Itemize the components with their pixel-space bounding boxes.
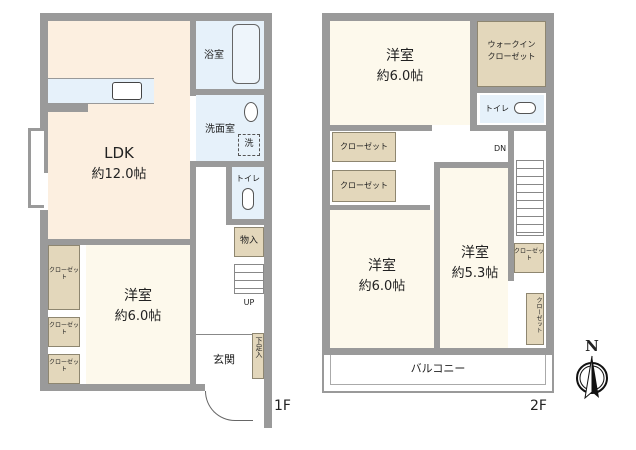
wall <box>40 210 48 384</box>
ldk-size: 約12.0帖 <box>91 167 147 182</box>
closet-2f-2-label: クローゼット <box>340 181 388 190</box>
wall <box>508 131 514 281</box>
walkin-closet <box>477 21 546 87</box>
wall <box>226 167 232 225</box>
bedroom-sw-label: 洋室 <box>368 258 396 274</box>
shoe-closet-label: 下足入 <box>255 337 263 358</box>
wall <box>40 13 48 173</box>
toilet-icon <box>242 188 254 210</box>
balcony-inner <box>330 355 546 385</box>
wall <box>190 167 196 385</box>
bay-window <box>28 128 44 208</box>
entrance-door[interactable] <box>205 391 253 421</box>
wall <box>196 89 264 95</box>
wall <box>470 21 477 131</box>
compass-icon <box>576 355 608 400</box>
walkin-line1: ウォークイン <box>487 40 536 49</box>
kitchen-sink-icon <box>112 82 142 100</box>
bedroom-north-label: 洋室 <box>386 48 414 64</box>
closet-1f-3-label: クローゼット <box>48 359 79 373</box>
walkin-line2: クローゼット <box>487 52 536 61</box>
wall <box>190 21 196 96</box>
bathtub-icon <box>232 24 260 84</box>
storage-label: 物入 <box>239 236 258 246</box>
stairs-dn-label: DN <box>494 144 507 153</box>
bedroom-sw-size: 約6.0帖 <box>358 279 406 294</box>
hallway <box>196 167 226 329</box>
wall <box>40 384 205 391</box>
wall <box>48 239 196 245</box>
wall <box>322 348 554 355</box>
stairs-up <box>234 264 264 294</box>
closet-1f-1 <box>48 245 80 310</box>
wall <box>190 161 264 167</box>
closet-1f-2 <box>48 317 80 347</box>
ldk-label: LDK <box>104 144 134 162</box>
bedroom-1f-size: 約6.0帖 <box>114 309 162 324</box>
stairs-up-label: UP <box>243 298 255 307</box>
room-ldk <box>48 21 190 239</box>
bedroom-1f-label: 洋室 <box>124 288 152 304</box>
wall <box>226 219 264 225</box>
wall <box>322 13 330 353</box>
closet-2f-3-label: クローゼット <box>514 248 545 262</box>
floor-1-label: 1F <box>274 398 291 414</box>
room-bedroom-sw <box>330 210 434 348</box>
closet-2f-3 <box>514 243 544 273</box>
toilet-2f-icon <box>514 102 536 114</box>
washing-machine-label: 洗 <box>244 139 254 149</box>
wall <box>546 13 554 353</box>
wall <box>330 125 432 131</box>
compass-north-label: N <box>585 337 599 355</box>
wall <box>477 87 546 93</box>
toilet-2f-label: トイレ <box>485 104 509 113</box>
closet-1f-3 <box>48 354 80 384</box>
washroom-label: 洗面室 <box>205 124 235 135</box>
closet-2f-1-label: クローゼット <box>340 142 388 151</box>
stairs-down <box>516 160 544 236</box>
closet-2f-4 <box>526 293 544 345</box>
room-bedroom-1f <box>86 245 190 384</box>
wall <box>440 162 510 168</box>
storage-closet <box>234 227 264 257</box>
entrance-label: 玄関 <box>213 353 235 366</box>
washbasin-icon <box>244 102 258 122</box>
wall <box>264 13 272 428</box>
bedroom-se-label: 洋室 <box>461 245 489 261</box>
wall <box>434 162 440 348</box>
wall <box>322 13 554 21</box>
closet-1f-1-label: クローゼット <box>48 267 79 281</box>
wall <box>330 205 430 210</box>
wall <box>40 13 272 21</box>
room-bedroom-north <box>330 21 470 125</box>
room-entrance <box>196 334 254 384</box>
wall <box>477 125 554 131</box>
wall <box>48 104 88 112</box>
shoe-closet <box>252 333 264 379</box>
toilet-label: トイレ <box>236 174 260 183</box>
washing-machine-space <box>238 134 260 156</box>
floor-2-label: 2F <box>530 398 547 414</box>
room-bedroom-se <box>440 168 508 348</box>
balcony-label: バルコニー <box>410 362 466 375</box>
closet-2f-4-label: クローゼット <box>535 297 542 333</box>
closet-1f-2-label: クローゼット <box>48 322 79 336</box>
bedroom-se-size: 約5.3帖 <box>451 266 499 281</box>
closet-2f-1 <box>332 132 396 162</box>
balcony <box>322 355 554 393</box>
bedroom-north-size: 約6.0帖 <box>376 69 424 84</box>
closet-2f-2 <box>332 170 396 202</box>
bath-label: 浴室 <box>204 50 224 61</box>
